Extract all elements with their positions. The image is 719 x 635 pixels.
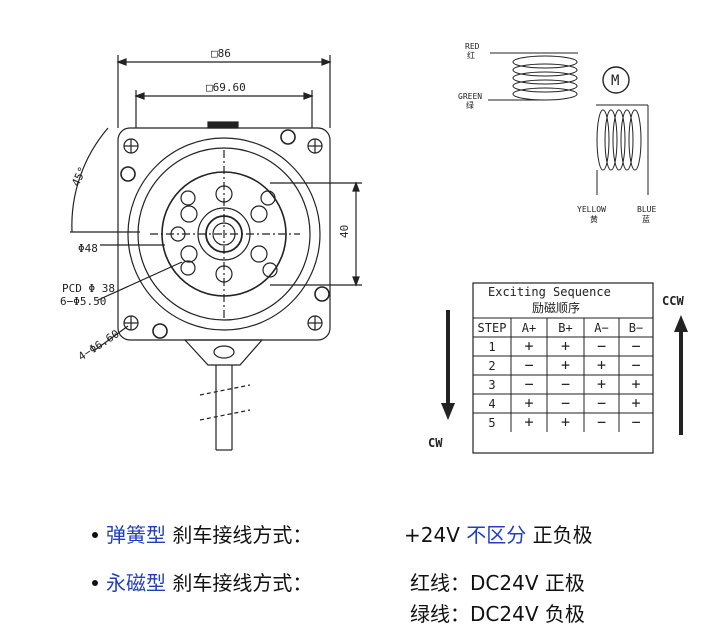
seq-header-cell: A− (594, 321, 608, 335)
permanent-type-label: 永磁型 (106, 571, 166, 595)
seq-cell: + (561, 337, 570, 355)
ccw-arrow (674, 315, 688, 435)
note-spring-brake: 弹簧型 刹车接线方式： (92, 519, 312, 548)
bullet-icon (92, 531, 98, 538)
wire-yellow-cn: 黄 (590, 214, 598, 224)
note2-value: 红线：DC24V 正极 (410, 571, 585, 595)
dim-4-holes: 4−Φ6.60 (76, 327, 122, 363)
dim-pcd: PCD Φ 38 (62, 282, 115, 295)
seq-cell: − (561, 394, 570, 412)
wire-red-label: RED (465, 42, 480, 51)
seq-cell: − (631, 356, 640, 374)
seq-header-cell: B+ (558, 321, 572, 335)
seq-title-en: Exciting Sequence (488, 285, 611, 299)
seq-cell: + (597, 356, 606, 374)
seq-cell: + (631, 394, 640, 412)
seq-cell: + (524, 394, 533, 412)
dim-40: 40 (338, 225, 351, 238)
dim-86: □86 (211, 47, 231, 60)
bullet-icon (92, 579, 98, 586)
seq-cell: − (561, 375, 570, 393)
cw-arrow (441, 310, 455, 420)
note2-label: 刹车接线方式： (172, 571, 313, 595)
seq-title-cn: 励磁顺序 (532, 300, 580, 315)
seq-cell: − (597, 337, 606, 355)
spring-type-label: 弹簧型 (106, 523, 166, 547)
note-permanent-brake: 永磁型 刹车接线方式： (92, 567, 312, 596)
seq-cell: + (561, 413, 570, 431)
seq-header-cell: B− (629, 321, 643, 335)
seq-cell: − (597, 413, 606, 431)
seq-header-cell: A+ (522, 321, 536, 335)
seq-cell: − (631, 413, 640, 431)
seq-cell: − (524, 356, 533, 374)
wiring-diagram (488, 52, 649, 195)
seq-cell: 4 (488, 397, 495, 411)
seq-cell: + (524, 337, 533, 355)
seq-cell: 2 (488, 359, 495, 373)
seq-cell: − (631, 337, 640, 355)
seq-cell: + (561, 356, 570, 374)
seq-header-cell: STEP (478, 321, 507, 335)
seq-cell: + (597, 375, 606, 393)
motor-symbol: M (611, 73, 619, 89)
seq-cell: 5 (488, 416, 495, 430)
seq-cell: − (597, 394, 606, 412)
note1-label: 刹车接线方式： (172, 523, 313, 547)
wire-yellow-label: YELLOW (577, 205, 606, 214)
wire-green-cn: 绿 (466, 101, 474, 110)
seq-cell: 1 (488, 340, 495, 354)
note3-value: 绿线：DC24V 负极 (410, 602, 585, 626)
note1-value: +24V 不区分 正负极 (404, 523, 593, 547)
dim-69-60: □69.60 (206, 81, 246, 94)
seq-cell: + (524, 413, 533, 431)
ccw-label: CCW (662, 294, 684, 308)
motor-drawing: □86 □69.60 45° Φ48 PCD Φ 38 6−Φ5.50 4−Φ6… (60, 42, 688, 454)
dim-phi48: Φ48 (78, 242, 98, 255)
seq-cell: + (631, 375, 640, 393)
wire-blue-label: BLUE (637, 205, 656, 214)
seq-cell: − (524, 375, 533, 393)
wire-red-cn: 红 (467, 50, 475, 60)
cw-label: CW (428, 436, 443, 450)
wire-green-label: GREEN (458, 92, 482, 101)
wire-blue-cn: 蓝 (642, 214, 650, 224)
dim-6-holes: 6−Φ5.50 (60, 295, 106, 308)
seq-cell: 3 (488, 378, 495, 392)
dim-45: 45° (69, 165, 89, 189)
